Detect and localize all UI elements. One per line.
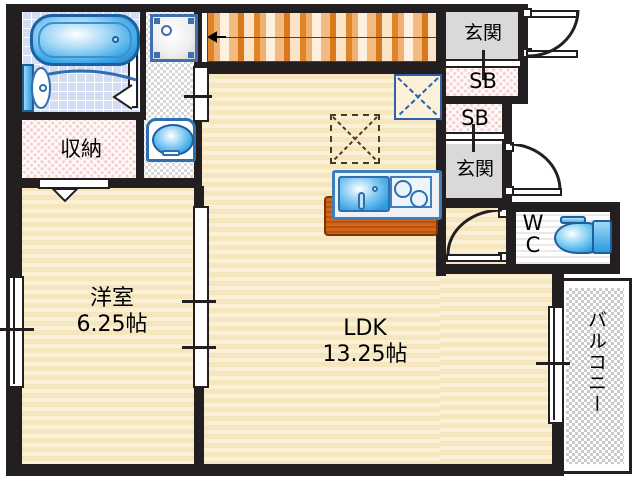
shoe-box-bottom <box>446 104 504 134</box>
entrance-top-label: 玄関 <box>448 22 518 44</box>
wall-washroom-bottom <box>140 178 202 188</box>
storage-door-arrow <box>52 188 78 202</box>
entrance-bottom-floor <box>446 144 504 198</box>
shoe-box-bottom-door[interactable] <box>444 132 506 141</box>
toilet-seat-lid-icon <box>560 216 586 224</box>
storage-label: 収納 <box>28 137 134 162</box>
balcony-name: バルコニー <box>585 310 607 415</box>
entrance-bottom-name: 玄関 <box>455 158 494 180</box>
window-mullion-left-h <box>0 328 34 331</box>
wall-entrance-left <box>436 4 446 276</box>
wall-outer-bottom <box>6 464 564 476</box>
entrance-bottom-label: 玄関 <box>446 158 504 180</box>
wall-outer-top-left <box>6 4 206 12</box>
wall-bath-bottom <box>14 112 142 120</box>
wall-under-stair <box>200 62 446 74</box>
yoshitsu-floor <box>20 186 198 470</box>
entrance-top-name: 玄関 <box>463 22 502 44</box>
entrance-bottom-door-swing <box>509 144 562 191</box>
stove-burner-2-icon <box>410 190 428 208</box>
sliding-door-washroom[interactable] <box>193 66 209 122</box>
shoe-box-top-mullion <box>482 50 485 80</box>
staircase-icon <box>207 12 439 62</box>
bathtub-drain-icon <box>112 36 119 43</box>
washbasin-icon <box>152 124 194 156</box>
sliding-door-yoshitsu-ldk[interactable] <box>193 206 209 388</box>
wall-outer-top-stair <box>200 4 446 13</box>
window-ldk-balcony[interactable] <box>548 306 564 424</box>
window-balcony-mullion-h <box>536 362 570 365</box>
corridor-door-jamb <box>498 208 508 218</box>
sliding-door-mullion-top <box>182 300 216 303</box>
wall-entrance-bottom <box>440 198 512 208</box>
wc-letter-w: W <box>522 211 544 235</box>
wall-wc-top <box>506 202 620 212</box>
wall-storage-right <box>136 118 144 188</box>
yoshitsu-size: 6.25帖 <box>76 311 148 337</box>
ldk-name: LDK <box>343 316 387 341</box>
opening-x-icon <box>394 74 442 120</box>
shoe-box-bottom-label: SB <box>446 106 504 131</box>
storage-area <box>22 120 140 182</box>
wall-outer-top-right <box>440 4 526 12</box>
wall-wc-left <box>506 202 516 274</box>
washbasin-tap-icon <box>162 150 180 156</box>
stove-icon <box>394 180 412 198</box>
wall-bath-washroom <box>140 4 146 120</box>
sliding-door-mullion-bottom <box>182 346 216 349</box>
balcony-label: バルコニー <box>583 310 610 415</box>
shoe-box-bottom-mullion <box>472 124 475 152</box>
wall-wc-bottom <box>506 264 620 274</box>
shoe-box-bottom-name: SB <box>461 106 489 130</box>
storage-name: 収納 <box>60 137 102 161</box>
corridor-door-panel[interactable] <box>446 254 502 262</box>
sliding-door-washroom-mullion <box>184 95 212 98</box>
yoshitsu-label: 洋室 6.25帖 <box>42 286 182 338</box>
wall-outer-left <box>6 4 22 476</box>
entrance-bottom-door-panel[interactable] <box>512 188 562 196</box>
bathtub-icon <box>30 14 140 66</box>
stair-direction-arrow <box>206 31 226 43</box>
wall-sb-top-bottom <box>440 96 528 104</box>
ldk-floor <box>200 74 440 470</box>
shoe-box-top-name: SB <box>469 69 497 93</box>
corridor-door-swing <box>446 210 503 255</box>
wc-label: W C <box>520 212 546 256</box>
entrance-bottom-door-jamb <box>504 142 514 152</box>
bath-shower-icon <box>31 67 51 109</box>
ldk-label: LDK 13.25帖 <box>290 316 440 368</box>
wall-corridor-bottom <box>440 264 520 274</box>
washing-machine-icon <box>150 14 198 62</box>
wc-letter-c: C <box>525 233 541 258</box>
ceiling-unit-x-icon <box>332 116 378 162</box>
shoe-box-top-label: SB <box>448 69 518 94</box>
kitchen-faucet-icon <box>358 192 365 210</box>
bathroom-door-swing <box>112 84 133 110</box>
yoshitsu-name: 洋室 <box>89 286 134 311</box>
ldk-size: 13.25帖 <box>322 341 408 367</box>
entrance-top-door-swing <box>525 10 580 58</box>
entrance-top-door-jamb <box>522 8 532 18</box>
wall-wc-right <box>610 202 620 274</box>
shoe-box-top <box>446 66 520 98</box>
toilet-tank-icon <box>592 220 612 254</box>
ldk-right-extension <box>440 270 562 470</box>
wall-sb-bottom-right <box>502 100 512 204</box>
opening-x-cross-icon <box>397 77 439 117</box>
balcony-floor <box>566 288 624 464</box>
window-yoshitsu-left <box>8 276 24 388</box>
kitchen-sink-drain-icon <box>372 186 378 192</box>
ceiling-unit-outline <box>330 114 380 164</box>
